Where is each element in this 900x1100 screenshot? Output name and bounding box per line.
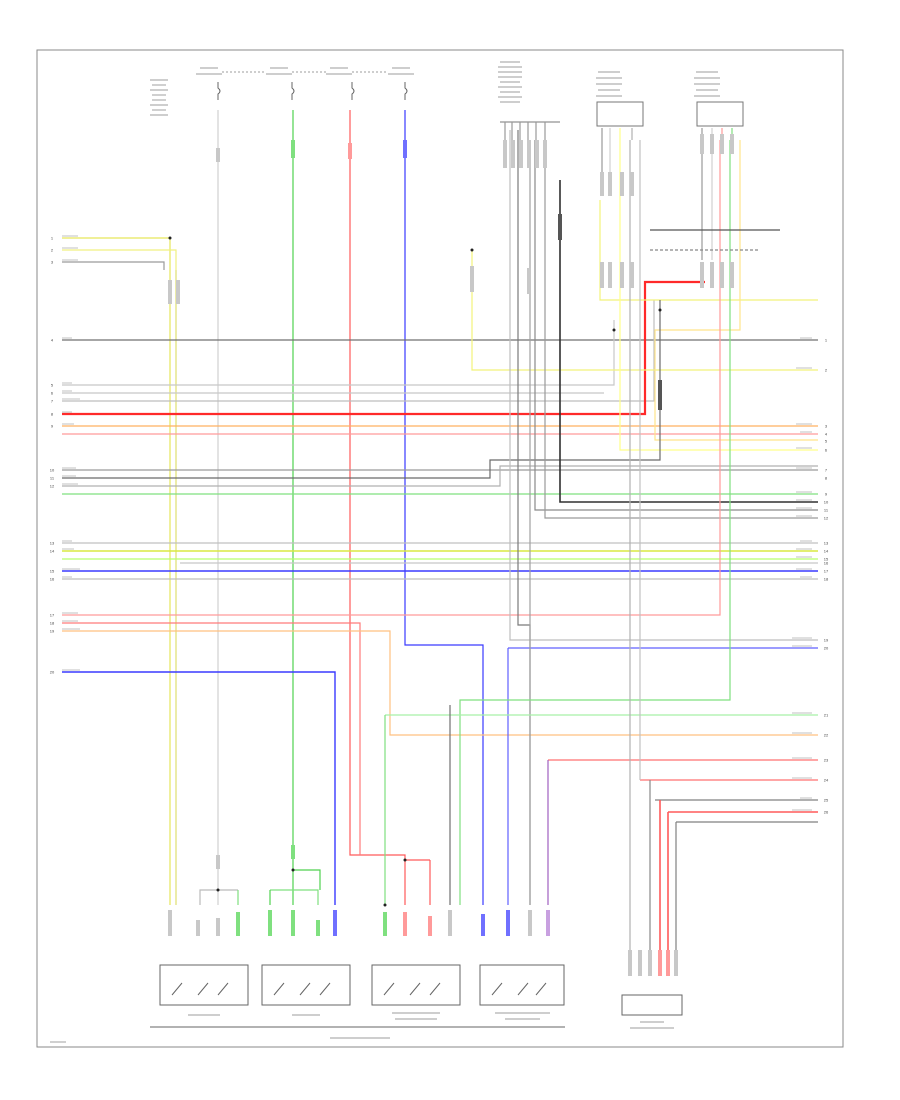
pin-number: 18 [824,577,829,582]
pin-number: 13 [824,541,829,546]
pin-number: 8 [51,412,54,417]
pin-number: 10 [824,500,829,505]
pin-number: 17 [824,569,829,574]
bottom-captions [50,1012,674,1043]
wire-tags [62,235,812,811]
pin-number: 8 [825,476,828,481]
component-box-2 [261,964,351,1006]
pin-number: 6 [51,391,54,396]
pin-number: 11 [824,508,829,513]
pin-number: 22 [824,733,829,738]
pin-number: 17 [50,613,55,618]
pin-number: 16 [824,561,829,566]
pin-number: 15 [824,557,829,562]
component-box-4 [479,964,565,1006]
connector-ticks [168,134,734,976]
pin-number: 9 [51,424,54,429]
pin-number: 14 [824,549,829,554]
sensor-connector-1 [596,101,644,127]
pin-number: 10 [50,468,55,473]
diagram-frame [36,49,844,1048]
pin-number: 21 [824,713,829,718]
pin-number: 1 [51,236,54,241]
pin-number: 12 [824,516,829,521]
pin-number: 20 [50,670,55,675]
pin-number: 4 [825,432,828,437]
component-box-3 [371,964,461,1006]
pin-number: 3 [825,424,828,429]
pin-number: 2 [51,248,54,253]
wires [62,110,818,950]
pin-number: 18 [50,621,55,626]
pin-number: 19 [50,629,55,634]
pin-number: 16 [50,577,55,582]
pin-number: 1 [825,338,828,343]
pin-number: 11 [50,476,55,481]
component-box-1 [159,964,249,1006]
top-headers [150,61,720,116]
splices [168,236,662,907]
pin-number: 2 [825,368,828,373]
pin-number: 24 [824,778,829,783]
pin-number: 3 [51,260,54,265]
pin-number: 25 [824,798,829,803]
right-pin-numbers: 1234567891011121314151617181920212223242… [824,338,829,815]
pin-number: 14 [50,549,55,554]
pin-number: 26 [824,810,829,815]
bottom-components [150,964,683,1028]
pin-number: 4 [51,338,54,343]
pin-number: 15 [50,569,55,574]
fuse-symbols [217,82,408,100]
pin-number: 19 [824,638,829,643]
pin-number: 9 [825,492,828,497]
pin-number: 13 [50,541,55,546]
pin-number: 7 [825,468,828,473]
sensor-connector-2 [696,101,744,127]
pin-number: 6 [825,448,828,453]
pin-number: 23 [824,758,829,763]
component-box-5 [621,994,683,1016]
pin-number: 20 [824,646,829,651]
pin-number: 7 [51,399,54,404]
pin-number: 5 [825,439,828,444]
pin-number: 12 [50,484,55,489]
pin-number: 5 [51,383,54,388]
